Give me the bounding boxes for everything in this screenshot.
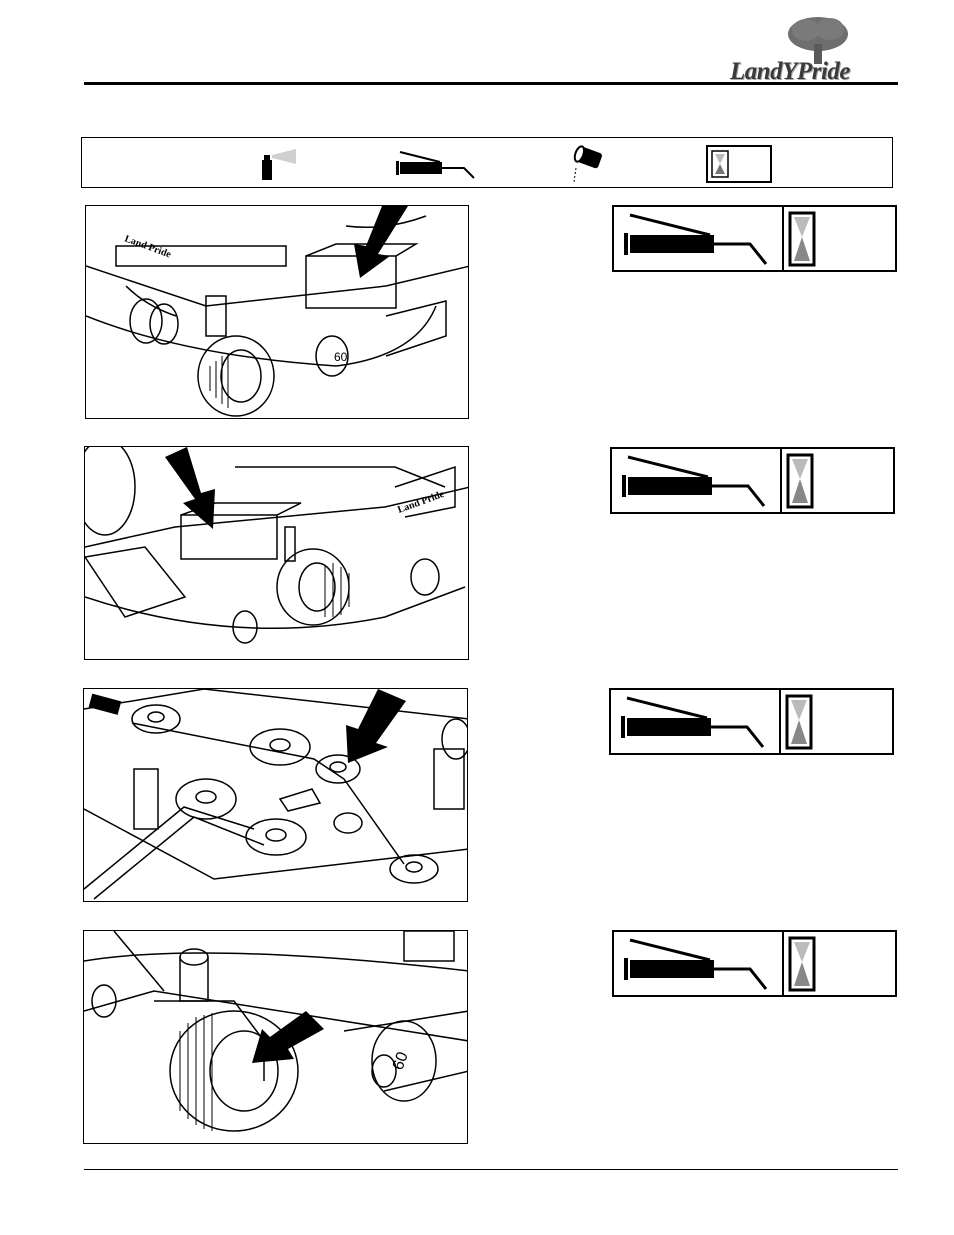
hourglass-icon [784, 207, 895, 270]
illustration-gearbox-right: Land Pride [84, 446, 469, 660]
hourglass-icon [782, 449, 893, 512]
lubrication-legend [81, 137, 893, 188]
service-interval-box-2 [610, 447, 895, 514]
footer-rule [84, 1169, 898, 1170]
pointer-arrow-icon [165, 447, 215, 529]
hourglass-icon [706, 145, 772, 183]
grease-gun-icon [394, 150, 480, 180]
deck-label-60: 60 [334, 350, 348, 364]
header-rule [84, 82, 898, 85]
oil-can-icon [568, 142, 612, 184]
service-interval-box-3 [609, 688, 894, 755]
service-interval-box-1 [612, 205, 897, 272]
grease-gun-icon [614, 207, 782, 270]
service-interval-box-4 [612, 930, 897, 997]
spray-can-icon [260, 148, 300, 182]
hourglass-icon [784, 932, 895, 995]
grease-gun-icon [614, 932, 782, 995]
hourglass-icon [781, 690, 892, 753]
pointer-arrow-icon [346, 689, 406, 763]
grease-gun-icon [612, 449, 780, 512]
land-pride-logo: LandYPride [724, 14, 902, 86]
decal-label [89, 694, 122, 715]
grease-gun-icon [611, 690, 779, 753]
deck-label-land-pride: Land Pride [123, 233, 173, 260]
pointer-arrow-icon [252, 1011, 324, 1063]
pointer-arrow-icon [354, 206, 408, 278]
illustration-caster-wheel: 60 [83, 930, 468, 1144]
illustration-gearbox-left: Land Pride 60 [85, 205, 469, 419]
deck-label-60: 60 [390, 1050, 412, 1073]
deck-label-land-pride: Land Pride [396, 489, 446, 516]
illustration-deck-pulleys [83, 688, 468, 902]
